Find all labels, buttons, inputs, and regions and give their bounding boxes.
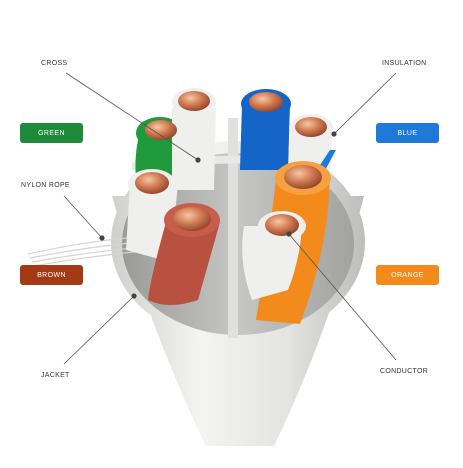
green-tag: GREEN (20, 123, 83, 143)
insulation-leader (333, 72, 397, 135)
jacket-label: JACKET (41, 372, 70, 379)
jacket-leader (63, 295, 135, 365)
cross-label: CROSS (41, 60, 68, 67)
brown-pair (126, 169, 220, 305)
cross-leader (65, 72, 199, 161)
blue-tag: BLUE (376, 123, 439, 143)
orange-tag: ORANGE (376, 265, 439, 285)
leader-dots (99, 131, 337, 299)
nylon-rope-label: NYLON ROPE (21, 182, 70, 189)
orange-tag-text: ORANGE (391, 271, 424, 279)
conductor-leader (288, 233, 397, 361)
leader-lines (63, 72, 397, 365)
green-tag-text: GREEN (38, 129, 65, 137)
nylon-rope-leader (63, 195, 103, 239)
conductor-label: CONDUCTOR (380, 368, 429, 375)
brown-tag-text: BROWN (37, 271, 66, 279)
insulation-label: INSULATION (382, 60, 427, 67)
orange-pair (242, 161, 331, 324)
brown-tag: BROWN (20, 265, 83, 285)
blue-tag-text: BLUE (397, 129, 418, 137)
